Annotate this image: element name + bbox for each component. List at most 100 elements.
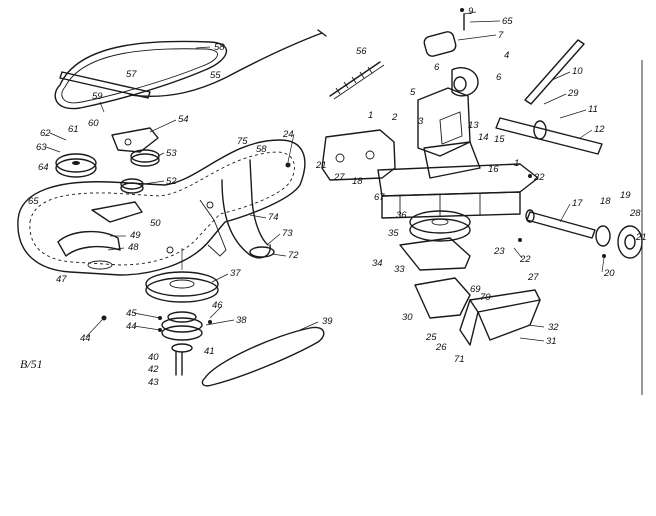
callout: 18 — [352, 176, 363, 187]
callout: 4 — [504, 50, 509, 61]
leader-lines — [45, 11, 605, 342]
callout: 55 — [210, 70, 221, 81]
callout: 26 — [435, 342, 447, 353]
callout: 22 — [533, 172, 545, 183]
callout: 40 — [148, 352, 159, 363]
bracket-34 — [399, 237, 471, 271]
callout: 64 — [38, 162, 49, 173]
callout: 21 — [635, 232, 647, 243]
callout: 41 — [204, 346, 215, 357]
shift-rod-10 — [524, 39, 585, 105]
callout: 16 — [488, 164, 499, 175]
callout: 62 — [40, 128, 51, 139]
mower-deck-housing — [17, 139, 306, 276]
callout: 18 — [600, 196, 611, 207]
callout: 43 — [148, 377, 159, 388]
callout: 56 — [356, 46, 367, 57]
callout: 60 — [88, 118, 99, 129]
callout: 75 — [237, 136, 248, 147]
callout: 2 — [391, 112, 398, 123]
callout: 9 — [468, 6, 474, 17]
diagram-code: B/51 — [20, 357, 43, 371]
callout: 15 — [494, 134, 505, 145]
callout: 63 — [36, 142, 47, 153]
spring-cable-74 — [221, 159, 275, 259]
callout: 54 — [178, 114, 189, 125]
callout: 49 — [130, 230, 141, 241]
callout: 50 — [150, 218, 161, 229]
callout: 17 — [572, 198, 583, 209]
belt-guard-50 — [91, 201, 143, 223]
callout: 36 — [396, 210, 407, 221]
main-frame-67 — [377, 163, 539, 219]
callout: 44 — [126, 321, 137, 332]
callout: 38 — [236, 315, 247, 326]
callout: 61 — [68, 124, 79, 135]
shift-lever-4 — [423, 13, 479, 97]
callout: 7 — [498, 30, 504, 41]
callout: 73 — [282, 228, 293, 239]
callout: 48 — [128, 242, 139, 253]
callout: 12 — [594, 124, 605, 135]
callout: 42 — [148, 364, 159, 375]
spindle-pulley-40 — [161, 311, 203, 376]
callout: 22 — [519, 254, 531, 265]
callout: 58 — [256, 144, 267, 155]
callout: 46 — [212, 300, 223, 311]
callout: 65 — [28, 196, 39, 207]
callout: 45 — [126, 308, 137, 319]
callout: 67 — [374, 192, 385, 203]
wheel-hub-28 — [595, 225, 643, 259]
pulley-52 — [120, 178, 144, 194]
callout: 21 — [315, 160, 327, 171]
idler-bracket-60 — [111, 127, 159, 153]
spring-56 — [329, 61, 385, 100]
callout: 71 — [454, 354, 465, 365]
support-bracket-2 — [321, 129, 396, 181]
drive-belt-58 — [54, 40, 228, 110]
callout: 52 — [166, 176, 177, 187]
callout: 27 — [527, 272, 539, 283]
callout: 14 — [478, 132, 489, 143]
callout: 6 — [496, 72, 502, 83]
callout: 33 — [394, 264, 405, 275]
control-tower-3 — [417, 87, 481, 179]
callout: 25 — [425, 332, 437, 343]
callout: 70 — [480, 292, 491, 303]
callout: 20 — [603, 268, 615, 279]
callout: 69 — [470, 284, 481, 295]
drive-pulley-35 — [409, 210, 471, 242]
callout: 57 — [126, 69, 137, 80]
belt-guard-30 — [414, 277, 471, 319]
callout: 72 — [288, 250, 299, 261]
callout: 10 — [572, 66, 583, 77]
bracket-71 — [459, 289, 541, 346]
callout: 34 — [372, 258, 383, 269]
callout: 37 — [230, 268, 241, 279]
axle-shaft-17 — [525, 209, 596, 239]
callout: 23 — [493, 246, 505, 257]
hardware-items — [101, 8, 606, 332]
belt-guide-57 — [59, 71, 151, 99]
callout: 31 — [546, 336, 557, 347]
idler-pulley-64 — [55, 153, 97, 178]
callout: 35 — [388, 228, 399, 239]
callout-labels: 9 65 7 6 5 4 6 10 29 11 12 56 58 57 55 5… — [28, 6, 647, 388]
blade-adapter-37 — [145, 248, 219, 303]
pulley-53 — [130, 149, 160, 167]
callout: 39 — [322, 316, 333, 327]
callout: 30 — [402, 312, 413, 323]
callout: 65 — [502, 16, 513, 27]
callout: 19 — [620, 190, 631, 201]
callout: 53 — [166, 148, 177, 159]
callout: 13 — [468, 120, 479, 131]
callout: 47 — [56, 274, 67, 285]
callout: 1 — [514, 158, 519, 169]
control-cable-55 — [129, 29, 327, 98]
callout: 27 — [333, 172, 345, 183]
blade-belt-39 — [201, 326, 325, 387]
callout: 29 — [567, 88, 579, 99]
callout: 1 — [368, 110, 373, 121]
callout: 11 — [588, 104, 598, 115]
